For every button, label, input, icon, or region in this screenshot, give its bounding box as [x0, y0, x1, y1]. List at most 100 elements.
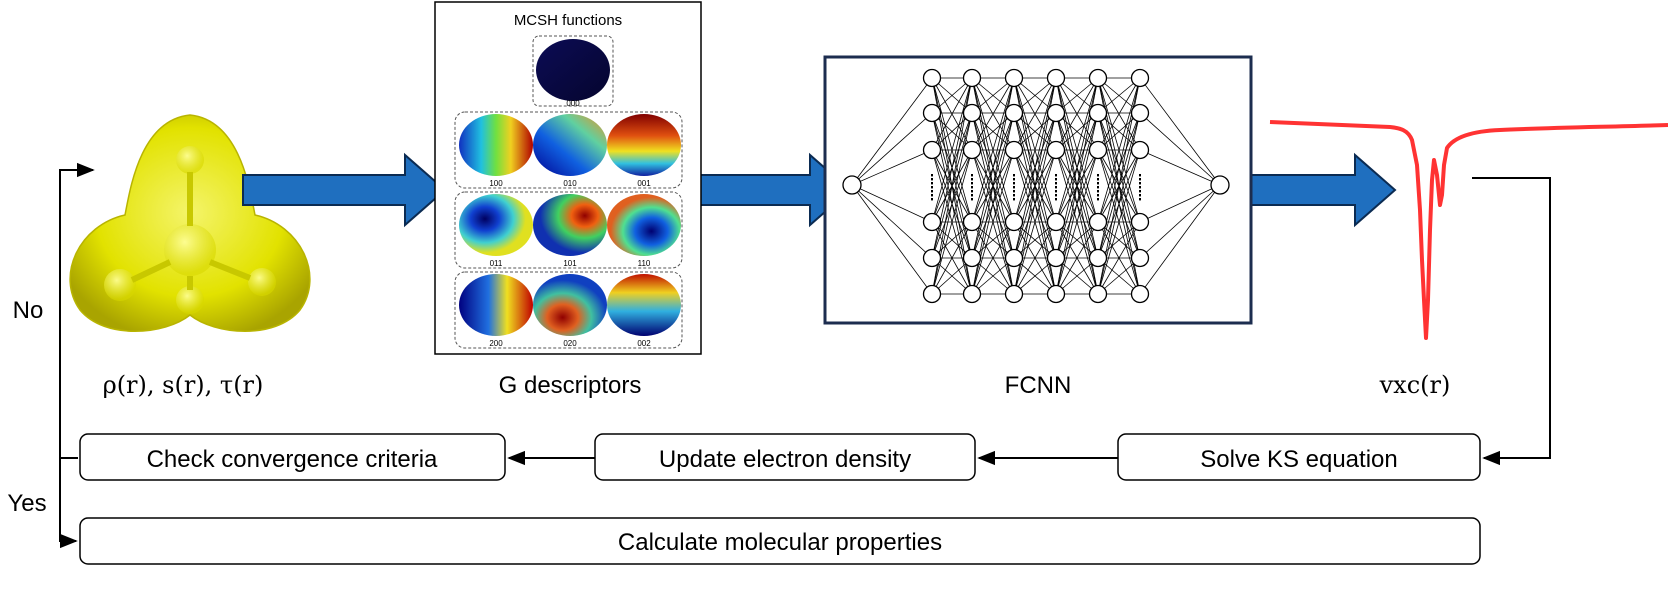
fcnn-ellipsis-dot	[1139, 182, 1141, 185]
step-solve-ks-label: Solve KS equation	[1200, 446, 1397, 473]
mcsh-sphere-101	[533, 194, 607, 256]
arrow-input-to-descriptors	[242, 152, 447, 228]
fcnn-ellipsis-dot	[971, 194, 973, 197]
fcnn-ellipsis-dot	[971, 174, 973, 177]
fcnn-hidden-neuron	[922, 284, 942, 304]
fcnn-hidden-neuron	[1088, 212, 1108, 232]
fcnn-ellipsis-dot	[1139, 174, 1141, 177]
mcsh-label-110: 110	[638, 259, 651, 268]
fcnn-ellipsis-dot	[931, 194, 933, 197]
mcsh-label-010: 010	[563, 179, 577, 188]
descriptors-label: G descriptors	[499, 372, 642, 399]
fcnn-hidden-neuron	[1004, 284, 1024, 304]
fcnn-ellipsis-dot	[1097, 174, 1099, 177]
fcnn-hidden-neuron	[1130, 212, 1150, 232]
fcnn-hidden-neuron	[1046, 212, 1066, 232]
mcsh-label-001: 001	[637, 179, 651, 188]
mcsh-sphere-100	[459, 114, 533, 176]
mcsh-label-011: 011	[490, 259, 503, 268]
mcsh-group-order2-mixed	[454, 191, 683, 269]
fcnn-hidden-neuron	[1004, 68, 1024, 88]
fcnn-ellipsis-dot	[1139, 186, 1141, 189]
mcsh-sphere-000	[536, 39, 610, 101]
fcnn-ellipsis-dot	[1055, 178, 1057, 181]
fcnn-ellipsis-dot	[931, 182, 933, 185]
fcnn-ellipsis-dot	[1097, 198, 1099, 201]
mcsh-label-000: 000	[566, 99, 580, 108]
fcnn-ellipsis-dot	[931, 174, 933, 177]
step-check-convergence-label: Check convergence criteria	[147, 446, 438, 473]
fcnn-ellipsis-dot	[1097, 186, 1099, 189]
fcnn-hidden-neuron	[1004, 103, 1024, 123]
fcnn-hidden-neuron	[1088, 284, 1108, 304]
fcnn-ellipsis-dot	[1055, 186, 1057, 189]
mcsh-label-100: 100	[489, 179, 503, 188]
fcnn-hidden-neuron	[1046, 140, 1066, 160]
fcnn-ellipsis-dot	[971, 186, 973, 189]
mcsh-sphere-002	[607, 274, 681, 336]
fcnn-hidden-neuron	[1046, 68, 1066, 88]
fcnn-ellipsis-dot	[971, 178, 973, 181]
fcnn-hidden-neuron	[1088, 140, 1108, 160]
fcnn-ellipsis-dot	[1055, 182, 1057, 185]
connector-output-to-solve	[1472, 177, 1551, 466]
fcnn-hidden-neuron	[962, 284, 982, 304]
network-label: FCNN	[1005, 372, 1072, 399]
fcnn-neurons	[842, 68, 1230, 304]
fcnn-ellipsis-dot	[1013, 186, 1015, 189]
fcnn-ellipsis-dot	[1139, 178, 1141, 181]
fcnn-hidden-neuron	[1088, 103, 1108, 123]
fcnn-hidden-neuron	[962, 103, 982, 123]
step-calculate-properties: Calculate molecular properties	[79, 517, 1481, 565]
mcsh-sphere-020	[533, 274, 607, 336]
fcnn-ellipsis-dot	[1013, 178, 1015, 181]
fcnn-ellipsis-dot	[1097, 190, 1099, 193]
step-solve-ks: Solve KS equation	[1117, 433, 1481, 481]
fcnn-hidden-neuron	[1130, 103, 1150, 123]
fcnn-hidden-neuron	[1004, 248, 1024, 268]
step-check-convergence: Check convergence criteria	[79, 433, 506, 481]
fcnn-ellipsis-dot	[1013, 198, 1015, 201]
fcnn-ellipsis-dot	[1013, 194, 1015, 197]
fcnn-ellipsis-dot	[1139, 198, 1141, 201]
fcnn-hidden-neuron	[1130, 248, 1150, 268]
mcsh-sphere-010	[533, 114, 607, 176]
fcnn-ellipsis-dot	[1097, 194, 1099, 197]
mcsh-label-002: 002	[637, 339, 651, 348]
mcsh-label-020: 020	[563, 339, 577, 348]
fcnn-ellipsis-dot	[1055, 190, 1057, 193]
mcsh-group-order0	[532, 35, 614, 107]
fcnn-ellipsis-dot	[971, 182, 973, 185]
fcnn-ellipsis-dot	[971, 198, 973, 201]
fcnn-ellipsis-dot	[1139, 190, 1141, 193]
fcnn-ellipsis-dot	[1097, 182, 1099, 185]
fcnn-hidden-neuron	[922, 103, 942, 123]
fcnn-hidden-neuron	[1088, 68, 1108, 88]
mcsh-functions-panel: MCSH functions 000 100 010 001 011 101 1…	[434, 1, 702, 355]
fcnn-hidden-neuron	[922, 68, 942, 88]
fcnn-hidden-neuron	[962, 212, 982, 232]
fcnn-panel	[823, 55, 1253, 325]
fcnn-hidden-neuron	[1088, 248, 1108, 268]
fcnn-input-neuron	[842, 175, 862, 195]
fcnn-hidden-neuron	[1004, 140, 1024, 160]
mcsh-label-200: 200	[489, 339, 503, 348]
mcsh-sphere-011	[459, 194, 533, 256]
fcnn-hidden-neuron	[922, 140, 942, 160]
fcnn-hidden-neuron	[1046, 103, 1066, 123]
fcnn-hidden-neuron	[1130, 284, 1150, 304]
fcnn-hidden-neuron	[962, 248, 982, 268]
mcsh-panel-title: MCSH functions	[514, 12, 622, 29]
fcnn-ellipsis-dot	[1055, 194, 1057, 197]
fcnn-hidden-neuron	[1130, 68, 1150, 88]
fcnn-hidden-neuron	[1130, 140, 1150, 160]
step-update-density: Update electron density	[594, 433, 976, 481]
fcnn-hidden-neuron	[962, 68, 982, 88]
branch-no-label: No	[13, 297, 44, 324]
mcsh-sphere-200	[459, 274, 533, 336]
mcsh-group-order1	[454, 111, 683, 189]
fcnn-hidden-neuron	[962, 140, 982, 160]
output-potential-label: vxc(r)	[1379, 371, 1451, 399]
fcnn-ellipsis-dot	[1097, 178, 1099, 181]
